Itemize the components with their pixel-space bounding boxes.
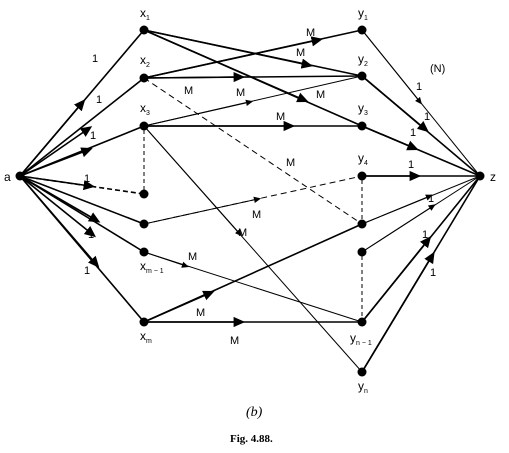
node-y1	[357, 25, 367, 35]
cap-y1-z: 1	[416, 81, 422, 93]
edges-source	[19, 29, 145, 323]
label-y4: y4	[358, 151, 368, 167]
label-x3: x3	[140, 101, 150, 117]
note-n: (N)	[430, 63, 445, 75]
node-z	[475, 171, 485, 181]
label-y3: y3	[358, 101, 368, 117]
dashed-gaps	[143, 130, 363, 318]
label-xm1: xm − 1	[140, 259, 164, 275]
cap-x2-y2: M	[184, 85, 193, 97]
label-yn: yn	[358, 379, 368, 395]
label-yn1: yn − 1	[350, 331, 372, 347]
label-x1: x1	[140, 6, 150, 22]
node-r5	[357, 219, 367, 229]
cap-x1-y3: M	[316, 89, 325, 101]
cap-x2-r5: M	[286, 157, 295, 169]
cap-r6-z: 1	[422, 229, 428, 241]
node-xm1	[139, 247, 149, 257]
cap-xm-r5: M	[196, 307, 205, 319]
node-yn	[357, 367, 367, 377]
cap-a-l4: 1	[84, 173, 90, 185]
node-y3	[357, 121, 367, 131]
nodes	[15, 25, 485, 377]
node-l5	[139, 219, 149, 229]
cap-a-xm: 1	[84, 265, 90, 277]
node-x1	[139, 25, 149, 35]
cap-x3-yn: M	[238, 227, 247, 239]
cap-x3-y2: M	[236, 87, 245, 99]
cap-x2-y1: M	[306, 27, 315, 39]
edge-a-x2	[19, 77, 145, 177]
label-y1: y1	[358, 6, 368, 22]
cap-l5-y4: M	[252, 209, 261, 221]
cap-a-x3: 1	[90, 130, 96, 142]
cap-y3-z: 1	[410, 127, 416, 139]
node-a	[15, 171, 25, 181]
cap-xm1-yn1: M	[188, 251, 197, 263]
node-y2	[357, 71, 367, 81]
cap-xm-yn1: M	[230, 335, 239, 347]
node-xm	[139, 317, 149, 327]
edge-a-xm1	[19, 175, 145, 253]
node-r6	[357, 247, 367, 257]
node-y4	[357, 171, 367, 181]
label-xm: xm	[140, 329, 152, 345]
cap-y2-z: 1	[424, 111, 430, 123]
edge-labels: 1 1 1 1 1 1 1 1 1 1 1 1 1 (N) M M M M M …	[84, 27, 445, 347]
cap-a-x1: 1	[92, 53, 98, 65]
node-l4	[139, 189, 149, 199]
edges-middle	[143, 29, 363, 373]
cap-a-l5: 1	[88, 229, 94, 241]
node-x2	[139, 73, 149, 83]
label-y2: y2	[358, 52, 368, 68]
edge-x2-r5	[143, 77, 363, 225]
label-a: a	[4, 170, 11, 184]
cap-yn-z: 1	[430, 267, 436, 279]
node-x3	[139, 121, 149, 131]
cap-a-x2: 1	[96, 94, 102, 106]
label-z: z	[490, 170, 496, 184]
node-labels: a z x1 x2 x3 xm − 1 xm y1 y2 y3 y4 yn − …	[4, 6, 496, 395]
cap-r5-z: 1	[428, 193, 434, 205]
figure-caption: Fig. 4.88.	[230, 433, 273, 445]
edges-sink	[361, 29, 481, 373]
edge-a-l5	[19, 175, 145, 225]
cap-x1-y2: M	[296, 47, 305, 59]
cap-x3-y3: M	[276, 111, 285, 123]
cap-y4-z: 1	[408, 159, 414, 171]
label-x2: x2	[140, 53, 150, 69]
node-yn1	[357, 317, 367, 327]
sub-caption: (b)	[246, 405, 263, 420]
